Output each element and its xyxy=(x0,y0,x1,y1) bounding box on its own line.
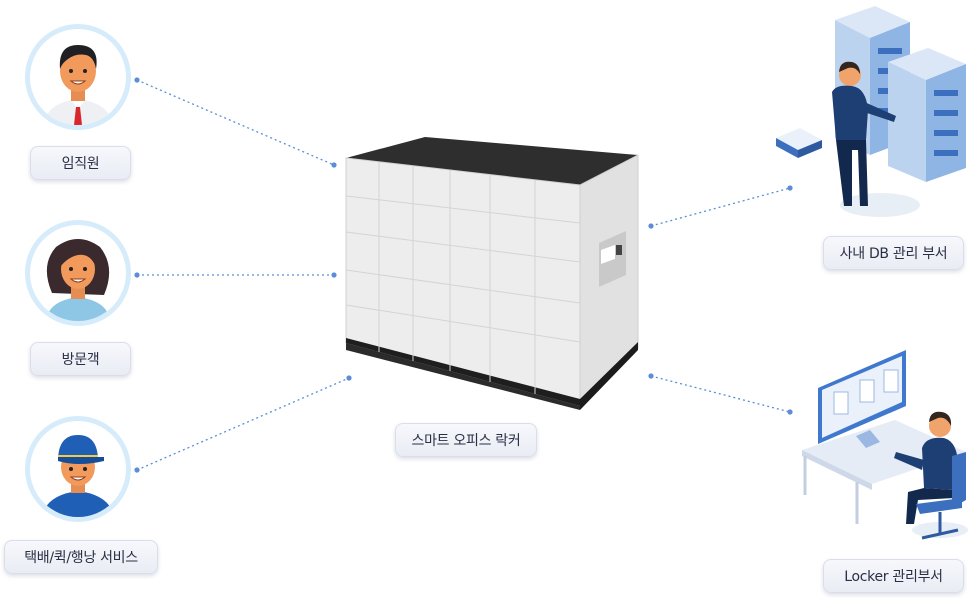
db-department-label: 사내 DB 관리 부서 xyxy=(823,236,964,270)
delivery-label: 택배/퀵/행낭 서비스 xyxy=(4,540,158,574)
visitor-avatar-icon xyxy=(25,220,131,326)
delivery-worker-avatar-icon xyxy=(25,416,131,522)
employee-label: 임직원 xyxy=(30,146,131,180)
connector-employee xyxy=(136,79,335,166)
visitor-label: 방문객 xyxy=(30,342,131,376)
employee-avatar-icon xyxy=(25,24,131,130)
connector-delivery xyxy=(136,377,350,471)
smart-locker-label: 스마트 오피스 락커 xyxy=(395,423,537,457)
connector-db xyxy=(650,187,791,227)
connector-locker-admin xyxy=(650,375,791,413)
locker-department-label: Locker 관리부서 xyxy=(823,559,964,593)
